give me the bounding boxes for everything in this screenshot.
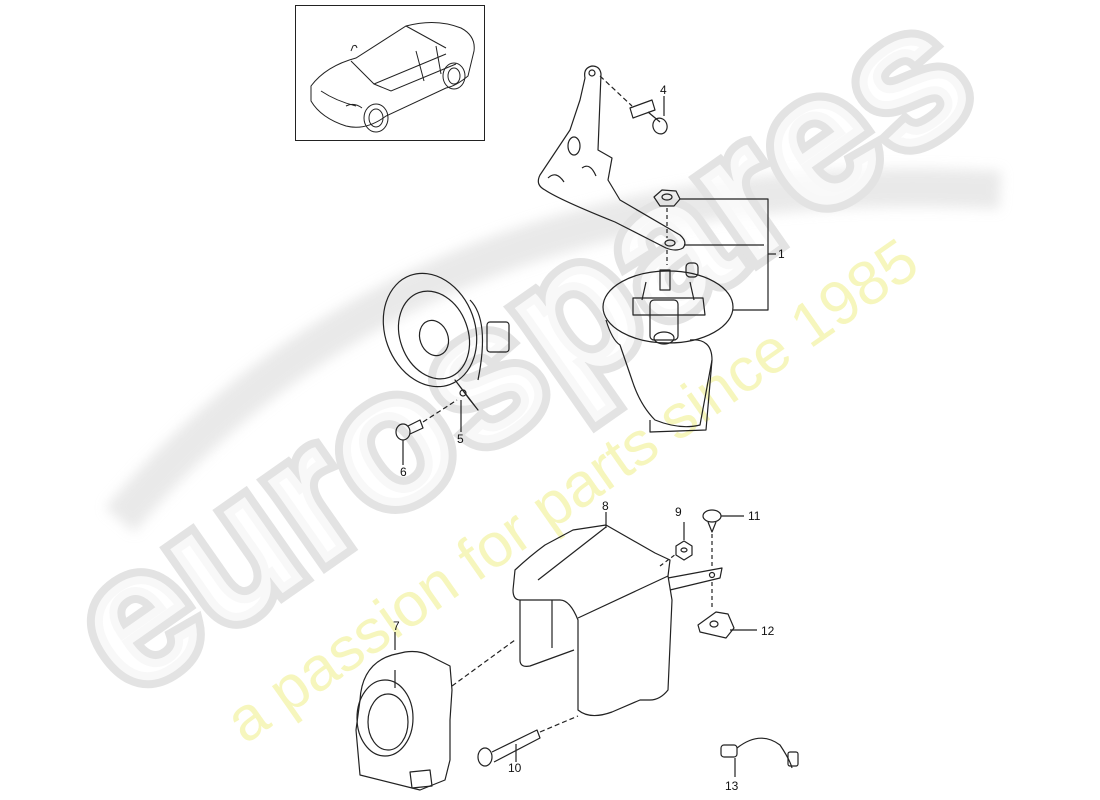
callout-5[interactable]: 5 — [457, 432, 464, 446]
nut-9 — [659, 522, 693, 567]
callout-13[interactable]: 13 — [725, 779, 739, 793]
rivet-11 — [702, 509, 744, 608]
car-outline-icon — [310, 22, 475, 133]
watermark-swoosh — [105, 168, 1001, 533]
callout-10[interactable]: 10 — [508, 761, 522, 775]
bolt-4 — [599, 75, 668, 135]
bolt-10 — [477, 715, 579, 767]
callout-8[interactable]: 8 — [602, 499, 609, 513]
alarm-siren — [355, 632, 516, 791]
callout-4[interactable]: 4 — [660, 83, 667, 97]
horn-disc — [382, 272, 510, 432]
callout-12[interactable]: 12 — [761, 624, 775, 638]
clip-nut-12 — [697, 611, 757, 639]
callout-bracket-1 — [680, 198, 776, 311]
callout-11[interactable]: 11 — [748, 509, 761, 523]
bolt-6 — [395, 399, 458, 465]
siren-cover — [512, 512, 723, 717]
wiring-adapter-13 — [720, 737, 799, 777]
callout-9[interactable]: 9 — [675, 505, 682, 519]
horn-trumpet — [602, 262, 734, 433]
callout-7[interactable]: 7 — [393, 619, 400, 633]
callout-1[interactable]: 1 — [778, 247, 785, 261]
car-thumbnail — [295, 5, 485, 141]
horn-bracket — [537, 65, 686, 251]
callout-6[interactable]: 6 — [400, 465, 407, 479]
